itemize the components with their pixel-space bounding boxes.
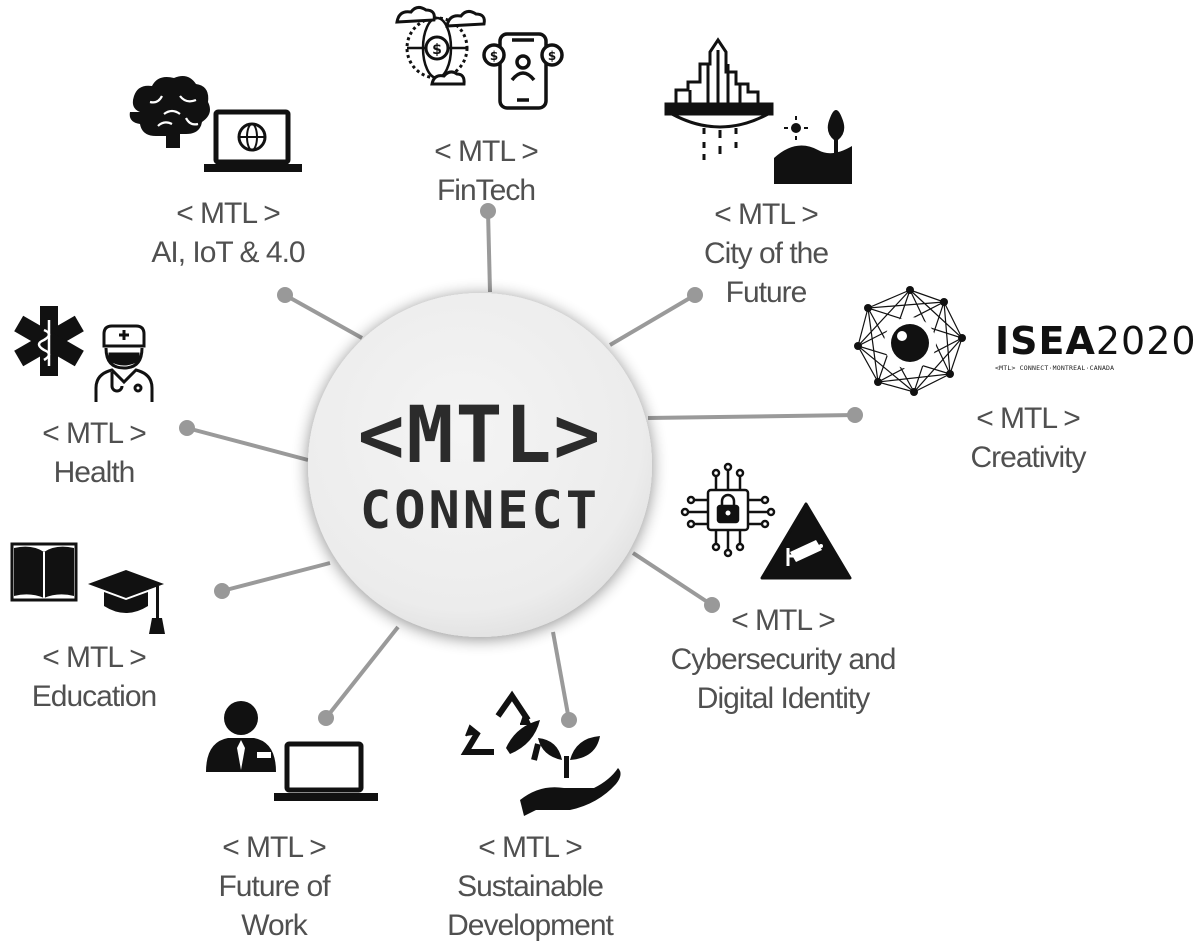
spoke-ai xyxy=(284,293,363,340)
node-label-work: < MTL > Future of Work xyxy=(218,828,330,945)
dot-sustain xyxy=(561,712,577,728)
globe-money-icon: $ xyxy=(395,5,486,86)
spoke-health xyxy=(186,426,309,462)
dot-ai xyxy=(277,287,293,303)
svg-text:$: $ xyxy=(432,42,442,58)
node-name: City of the xyxy=(703,237,829,270)
spoke-sustain xyxy=(551,631,571,721)
node-name: AI, IoT & 4.0 xyxy=(151,236,305,269)
hub-title: <MTL> xyxy=(358,391,603,481)
spoke-work xyxy=(324,625,400,720)
isea-logo-title-bold: ISEA xyxy=(995,319,1096,363)
isea-logo-title-year: 2020 xyxy=(1095,319,1197,363)
graduation-cap-icon xyxy=(88,570,165,634)
spoke-fintech xyxy=(486,210,492,293)
hub: <MTL> CONNECT xyxy=(308,293,652,637)
node-label-city: < MTL > City of the Future xyxy=(703,195,829,312)
spokes xyxy=(186,210,856,721)
node-name: Education xyxy=(31,680,157,713)
node-title: < MTL > xyxy=(714,198,819,231)
star-of-life-icon xyxy=(14,306,84,376)
node-label-creativity: < MTL > Creativity xyxy=(970,399,1086,477)
node-title: < MTL > xyxy=(434,135,539,168)
node-title: < MTL > xyxy=(176,197,281,230)
node-name: Creativity xyxy=(970,441,1086,474)
node-title: < MTL > xyxy=(222,831,327,864)
circuit-lock-icon xyxy=(680,462,776,558)
node-title: < MTL > xyxy=(42,641,147,674)
node-name: Digital Identity xyxy=(696,682,870,715)
spoke-creativity xyxy=(647,413,856,420)
spoke-city xyxy=(608,293,697,347)
laptop-icon xyxy=(274,741,378,801)
doctor-icon xyxy=(94,324,154,402)
node-title: < MTL > xyxy=(976,402,1081,435)
city-skyline-icon xyxy=(664,37,774,160)
hub-subtitle: CONNECT xyxy=(360,481,600,541)
hand-plant-icon xyxy=(506,720,621,816)
businessman-icon xyxy=(206,701,276,772)
node-label-sustain: < MTL > Sustainable Development xyxy=(447,828,614,945)
mobile-payment-icon: $ $ xyxy=(482,32,564,110)
brain-icon xyxy=(129,76,210,148)
node-name: Future of xyxy=(218,870,330,903)
node-label-fintech: < MTL > FinTech xyxy=(434,132,539,210)
svg-text:$: $ xyxy=(490,49,498,63)
node-label-education: < MTL > Education xyxy=(31,638,157,716)
isea2020-logo: ISEA2020 <MTL> CONNECT·MONTREAL·CANADA xyxy=(995,322,1197,372)
node-title: < MTL > xyxy=(731,604,836,637)
spoke-education xyxy=(221,561,331,593)
open-book-icon xyxy=(10,542,78,602)
isea-logo-subtitle: <MTL> CONNECT·MONTREAL·CANADA xyxy=(995,364,1115,372)
dot-education xyxy=(214,583,230,599)
surveillance-camera-sign-icon xyxy=(760,502,852,580)
spoke-cyber xyxy=(631,551,714,607)
dot-city xyxy=(687,287,703,303)
hub-circle xyxy=(308,293,652,637)
node-name: Development xyxy=(447,909,614,942)
dot-health xyxy=(179,420,195,436)
svg-text:$: $ xyxy=(548,49,556,63)
recycle-icon xyxy=(460,690,541,761)
mtl-connect-diagram: <MTL> CONNECT $ $ $ xyxy=(10,5,966,816)
dot-fintech xyxy=(480,203,496,219)
node-name: FinTech xyxy=(436,174,536,207)
dot-creativity xyxy=(847,407,863,423)
node-name: Health xyxy=(53,456,136,489)
network-eye-logo xyxy=(854,286,966,396)
node-name: Work xyxy=(241,909,307,942)
node-title: < MTL > xyxy=(42,417,147,450)
node-label-ai: < MTL > AI, IoT & 4.0 xyxy=(151,194,305,272)
node-name: Cybersecurity and xyxy=(670,643,897,676)
node-name: Future xyxy=(725,276,808,309)
node-label-cyber: < MTL > Cybersecurity and Digital Identi… xyxy=(670,601,897,718)
landscape-icon xyxy=(774,110,852,184)
node-name: Sustainable xyxy=(457,870,604,903)
spoke-dots xyxy=(179,203,863,728)
isea-logo-title: ISEA2020 xyxy=(995,322,1197,360)
laptop-globe-icon xyxy=(204,109,302,172)
dot-cyber xyxy=(704,597,720,613)
node-title: < MTL > xyxy=(478,831,583,864)
node-label-health: < MTL > Health xyxy=(42,414,147,492)
dot-work xyxy=(318,710,334,726)
